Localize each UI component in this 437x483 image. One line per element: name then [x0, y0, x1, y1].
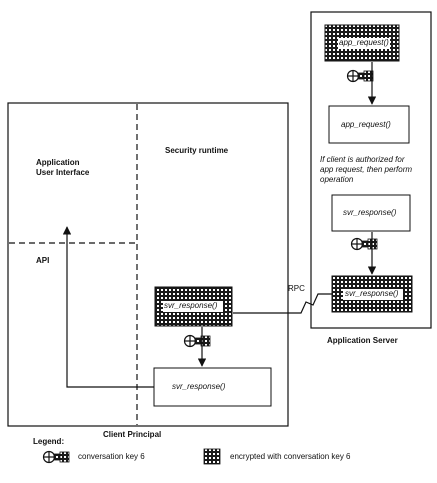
- key-icon: [183, 334, 211, 348]
- rpc-label: RPC: [288, 284, 305, 293]
- legend-encrypted-label: encrypted with conversation key 6: [230, 452, 351, 461]
- auth-note-line2: app request, then perform: [320, 165, 413, 174]
- client-principal-box: [7, 102, 289, 427]
- legend-key-label: conversation key 6: [78, 452, 145, 461]
- encrypted-response-label: svr_response(): [345, 289, 399, 298]
- security-runtime-label: Security runtime: [165, 146, 229, 155]
- rpc-connection: [233, 293, 332, 314]
- application-server-box: [310, 11, 432, 329]
- client-plain-response-box: [153, 367, 272, 407]
- client-plain-label: svr_response(): [172, 382, 226, 391]
- plain-request-label: app_request(): [341, 120, 391, 129]
- application-server-title: Application Server: [327, 336, 398, 345]
- client-encrypted-label-bg: [163, 301, 223, 312]
- plain-response-label: svr_response(): [343, 208, 397, 217]
- api-label: API: [36, 256, 50, 265]
- return-to-ui-arrow: [62, 226, 154, 388]
- app-ui-line1: Application: [36, 158, 80, 167]
- legend-encrypted-icon: [203, 448, 221, 465]
- auth-note-line1: If client is authorized for: [320, 155, 405, 164]
- client-principal-title: Client Principal: [103, 430, 162, 439]
- key-icon: [346, 69, 374, 83]
- plain-response-box: [331, 194, 411, 232]
- plain-request-box: [328, 105, 410, 144]
- legend-title: Legend:: [33, 437, 65, 446]
- auth-note-line3: operation: [320, 175, 354, 184]
- encrypted-request-label-bg: [338, 38, 390, 49]
- key-icon: [350, 237, 378, 251]
- encrypted-response-label-bg: [343, 289, 403, 300]
- app-ui-line2: User Interface: [36, 168, 90, 177]
- client-encrypted-label: svr_response(): [164, 301, 218, 310]
- encrypted-request-label: app_request(): [339, 38, 389, 47]
- legend-key-icon: [42, 450, 70, 464]
